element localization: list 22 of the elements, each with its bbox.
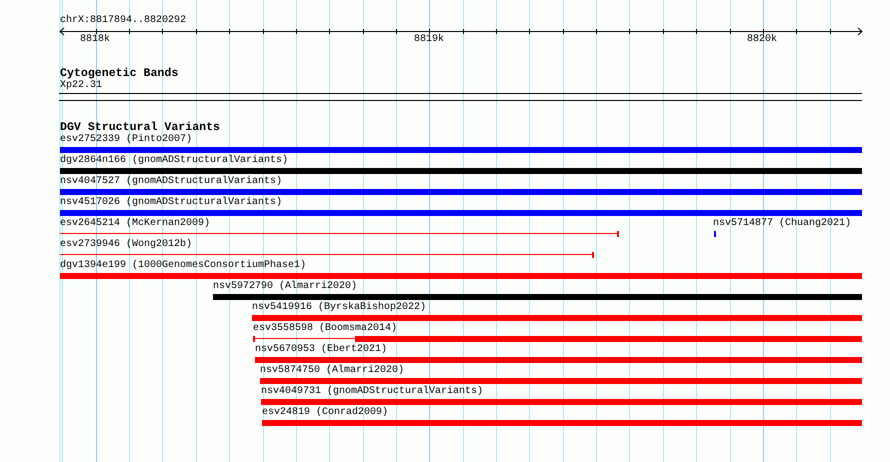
- tick-label: 8818k: [80, 34, 110, 46]
- variant-label: nsv5714877 (Chuang2021): [713, 218, 852, 230]
- variant-label: esv2752339 (Pinto2007): [60, 134, 192, 146]
- tick-label: 8819k: [414, 34, 444, 46]
- location-label: chrX:8817894..8820292: [60, 15, 186, 27]
- variant-label: nsv5874750 (Almarri2020): [260, 365, 404, 377]
- variant-label: esv2739946 (Wong2012b): [60, 239, 192, 251]
- track-heading: DGV Structural Variants: [60, 121, 220, 134]
- track-heading: Cytogenetic Bands: [60, 67, 178, 80]
- variant-label: nsv4049731 (gnomADStructuralVariants): [261, 386, 484, 398]
- variant-label: esv3558598 (Boomsma2014): [253, 323, 398, 335]
- variant-label: esv24819 (Conrad2009): [262, 407, 388, 419]
- variant-label: nsv4047527 (gnomADStructuralVariants): [60, 176, 282, 188]
- variant-label: nsv4517026 (gnomADStructuralVariants): [60, 197, 282, 209]
- variant-label: nsv5419916 (ByrskaBishop2022): [252, 302, 426, 314]
- variant-label: nsv5972790 (Almarri2020): [213, 281, 358, 293]
- variant-label: dgv2864n166 (gnomADStructuralVariants): [60, 155, 288, 167]
- variant-label: esv2645214 (McKernan2009): [60, 218, 210, 230]
- tick-label: 8820k: [747, 34, 777, 46]
- variant-label: nsv5670953 (Ebert2021): [255, 344, 388, 356]
- variant-label: dgv1394e199 (1000GenomesConsortiumPhase1): [60, 260, 306, 272]
- band-label: Xp22.31: [59, 80, 102, 92]
